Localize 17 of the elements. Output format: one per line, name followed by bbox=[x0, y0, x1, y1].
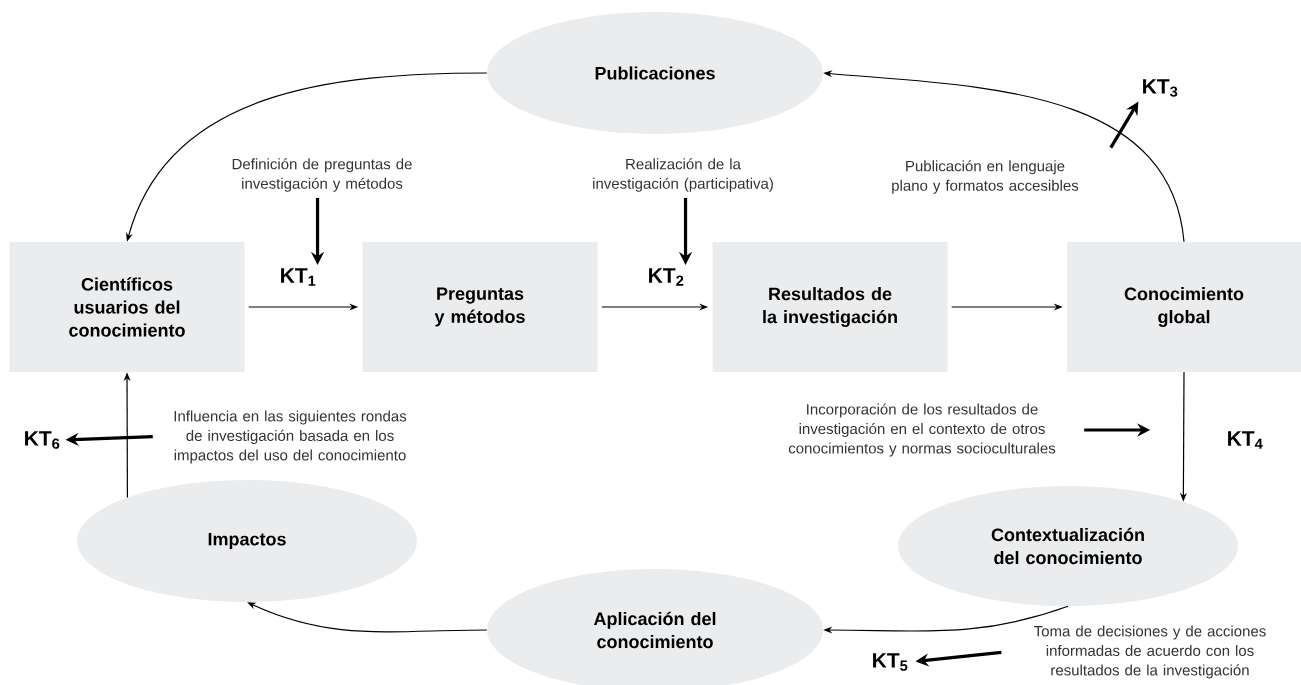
process-box: Conocimiento global bbox=[1067, 242, 1301, 372]
process-box: Resultados de la investigación bbox=[712, 242, 948, 372]
arrow bbox=[247, 602, 488, 633]
kt-label: KT$_{2}$ bbox=[649, 268, 684, 286]
annotation-text: Publicación en lenguaje plano y formatos accesibles bbox=[892, 160, 1079, 194]
kt-label: KT$_{5}$ bbox=[873, 653, 908, 671]
annotation-text: Influencia en las siguientes rondas de investigación basada en los impactos del uso del conocimiento bbox=[174, 410, 407, 464]
kt-label: KT$_{1}$ bbox=[281, 268, 316, 286]
annotation-text: Incorporación de los resultados de investigación en el contexto de otros conocimientos y normas socioculturales bbox=[788, 403, 1056, 457]
annotation-text: Realización de la investigación (participativa) bbox=[593, 158, 773, 192]
kt-label: KT$_{4}$ bbox=[1228, 431, 1263, 449]
process-box: Preguntas y métodos bbox=[362, 242, 598, 372]
annotation-text: Definición de preguntas de investigación y métodos bbox=[232, 158, 412, 192]
kt-label: KT$_{3}$ bbox=[1143, 79, 1178, 97]
annotation-text: Toma de decisiones y de acciones informadas de acuerdo con los resultados de la investigación bbox=[1034, 625, 1266, 679]
process-box: Científicos usuarios del conocimiento bbox=[9, 242, 245, 372]
kt-label: KT$_{6}$ bbox=[25, 431, 60, 449]
